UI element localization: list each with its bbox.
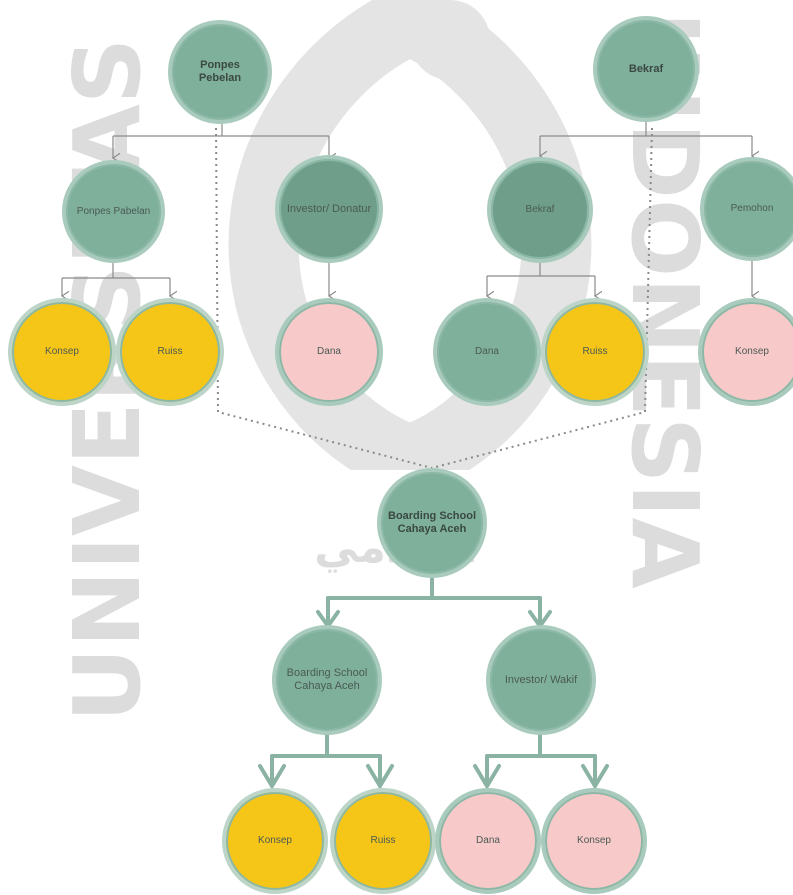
node-label: Investor/ Wakif <box>504 673 578 686</box>
node-label: Dana <box>317 346 341 358</box>
node-bsca-center: Boarding School Cahaya Aceh <box>377 468 487 578</box>
bekraf-tree-connectors <box>487 118 752 296</box>
node-label: Konsep <box>258 835 292 847</box>
node-label: Boarding School Cahaya Aceh <box>388 510 476 535</box>
node-ruiss-3: Ruiss <box>330 788 436 894</box>
node-ponpes-child: Ponpes Pabelan <box>62 160 165 263</box>
node-label: Ruiss <box>582 346 608 358</box>
node-dana-1: Dana <box>275 298 383 406</box>
node-ruiss-1: Ruiss <box>116 298 224 406</box>
bsca-tree-connectors <box>258 568 609 790</box>
node-ruiss-2: Ruiss <box>541 298 649 406</box>
node-label: Konsep <box>577 835 611 847</box>
node-label: Ponpes Pabelan <box>76 205 151 217</box>
node-label: Ponpes Pebelan <box>198 59 242 84</box>
node-label: Investor/ Donatur <box>286 202 372 215</box>
node-ponpes-root: Ponpes Pebelan <box>168 20 272 124</box>
node-konsep-1: Konsep <box>8 298 116 406</box>
node-konsep-4: Konsep <box>541 788 647 894</box>
node-label: Pemohon <box>730 203 774 215</box>
node-konsep-2: Konsep <box>698 298 793 406</box>
node-label: Konsep <box>45 346 79 358</box>
node-label: Dana <box>475 346 499 358</box>
node-bsca-child: Boarding School Cahaya Aceh <box>272 625 382 735</box>
node-label: Ruiss <box>157 346 183 358</box>
node-label: Bekraf <box>525 204 555 216</box>
node-label: Bekraf <box>628 62 664 75</box>
node-label: Boarding School Cahaya Aceh <box>286 667 368 692</box>
node-dana-2: Dana <box>433 298 541 406</box>
node-bekraf-root: Bekraf <box>593 16 699 122</box>
node-konsep-3: Konsep <box>222 788 328 894</box>
node-label: Ruiss <box>370 835 396 847</box>
node-investor-donatur: Investor/ Donatur <box>275 155 383 263</box>
node-dana-3: Dana <box>435 788 541 894</box>
node-label: Dana <box>476 835 500 847</box>
node-bekraf-child: Bekraf <box>487 157 593 263</box>
node-investor-wakif: Investor/ Wakif <box>486 625 596 735</box>
node-label: Konsep <box>735 346 769 358</box>
node-pemohon: Pemohon <box>700 157 793 261</box>
